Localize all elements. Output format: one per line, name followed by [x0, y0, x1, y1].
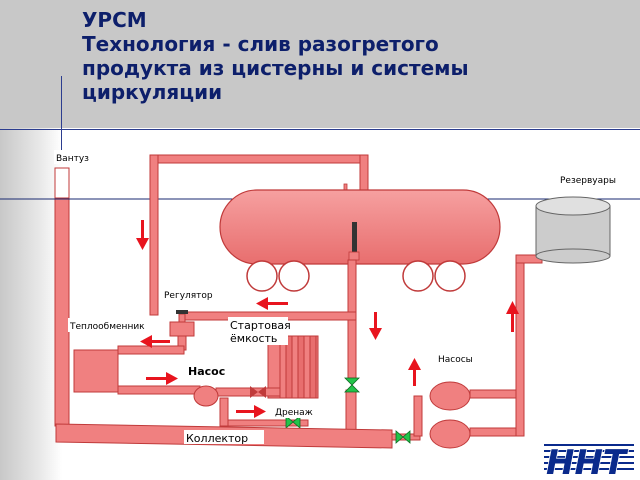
drainage-valve — [285, 415, 301, 429]
arrow-up-reservoir — [506, 301, 519, 332]
start-tank — [267, 335, 319, 399]
title-line-3: продукта из цистерны и системы — [82, 56, 469, 80]
label-start-tank-line2: ёмкость — [230, 332, 277, 345]
label-collector: Коллектор — [186, 432, 248, 445]
slide-title: УРСМ Технология - слив разогретого проду… — [82, 8, 552, 104]
side-gradient — [0, 128, 62, 480]
label-pumps-box: Насосы — [435, 351, 485, 365]
label-regulator: Регулятор — [164, 291, 213, 301]
label-pumps: Насосы — [438, 355, 473, 365]
label-drainage: Дренаж — [275, 408, 313, 418]
arrow-right-drainage — [236, 405, 266, 418]
label-drainage-box: Дренаж — [273, 404, 319, 418]
divider-line-vertical — [61, 76, 62, 162]
reservoir-feed-pipe — [515, 254, 543, 437]
title-line-1: УРСМ — [82, 8, 147, 32]
regulator — [169, 310, 195, 351]
drain-valve — [344, 377, 360, 393]
title-line-2: Технология - слив разогретого — [82, 32, 439, 56]
arrow-left-exchanger — [140, 335, 170, 348]
wheel-2 — [278, 260, 310, 292]
label-pump-box: Насос — [185, 363, 229, 379]
label-heat-exchanger-box: Теплообменник — [68, 318, 152, 332]
label-pump: Насос — [188, 365, 225, 378]
logo-text: ННТ — [546, 443, 629, 480]
label-start-tank-box: Стартовая ёмкость — [228, 317, 291, 345]
pumps — [413, 381, 521, 449]
reservoir — [535, 196, 611, 264]
vantuz-column — [54, 167, 70, 427]
drain-pipe — [345, 259, 357, 433]
label-ventuz: Вантуз — [56, 154, 89, 164]
arrow-right-exchanger — [146, 372, 178, 385]
tank-car — [219, 183, 501, 292]
wheel-3 — [402, 260, 434, 292]
label-ventuz-box: Вантуз — [54, 150, 100, 164]
company-logo: ННТ — [540, 440, 638, 480]
arrow-down-left — [136, 220, 149, 250]
label-heat-exchanger: Теплообменник — [69, 322, 145, 332]
pump-main — [193, 385, 281, 407]
arrow-up-pumps — [408, 358, 421, 386]
label-reservoirs-box: Резервуары — [558, 172, 628, 186]
divider-line — [0, 129, 640, 130]
wheel-1 — [246, 260, 278, 292]
arrow-down-tank — [369, 312, 382, 340]
label-reservoirs: Резервуары — [560, 176, 616, 186]
flow-arrows — [136, 220, 519, 418]
arrow-left-middle — [256, 297, 288, 310]
pumps-valve — [395, 430, 411, 444]
drainage-line — [219, 397, 309, 427]
wheel-4 — [434, 260, 466, 292]
label-regulator-box: Регулятор — [162, 287, 228, 301]
header-band — [0, 0, 640, 128]
title-line-4: циркуляции — [82, 80, 223, 104]
label-start-tank-line1: Стартовая — [230, 319, 291, 332]
heat-exchanger — [73, 345, 201, 395]
label-collector-box: Коллектор — [184, 430, 264, 445]
